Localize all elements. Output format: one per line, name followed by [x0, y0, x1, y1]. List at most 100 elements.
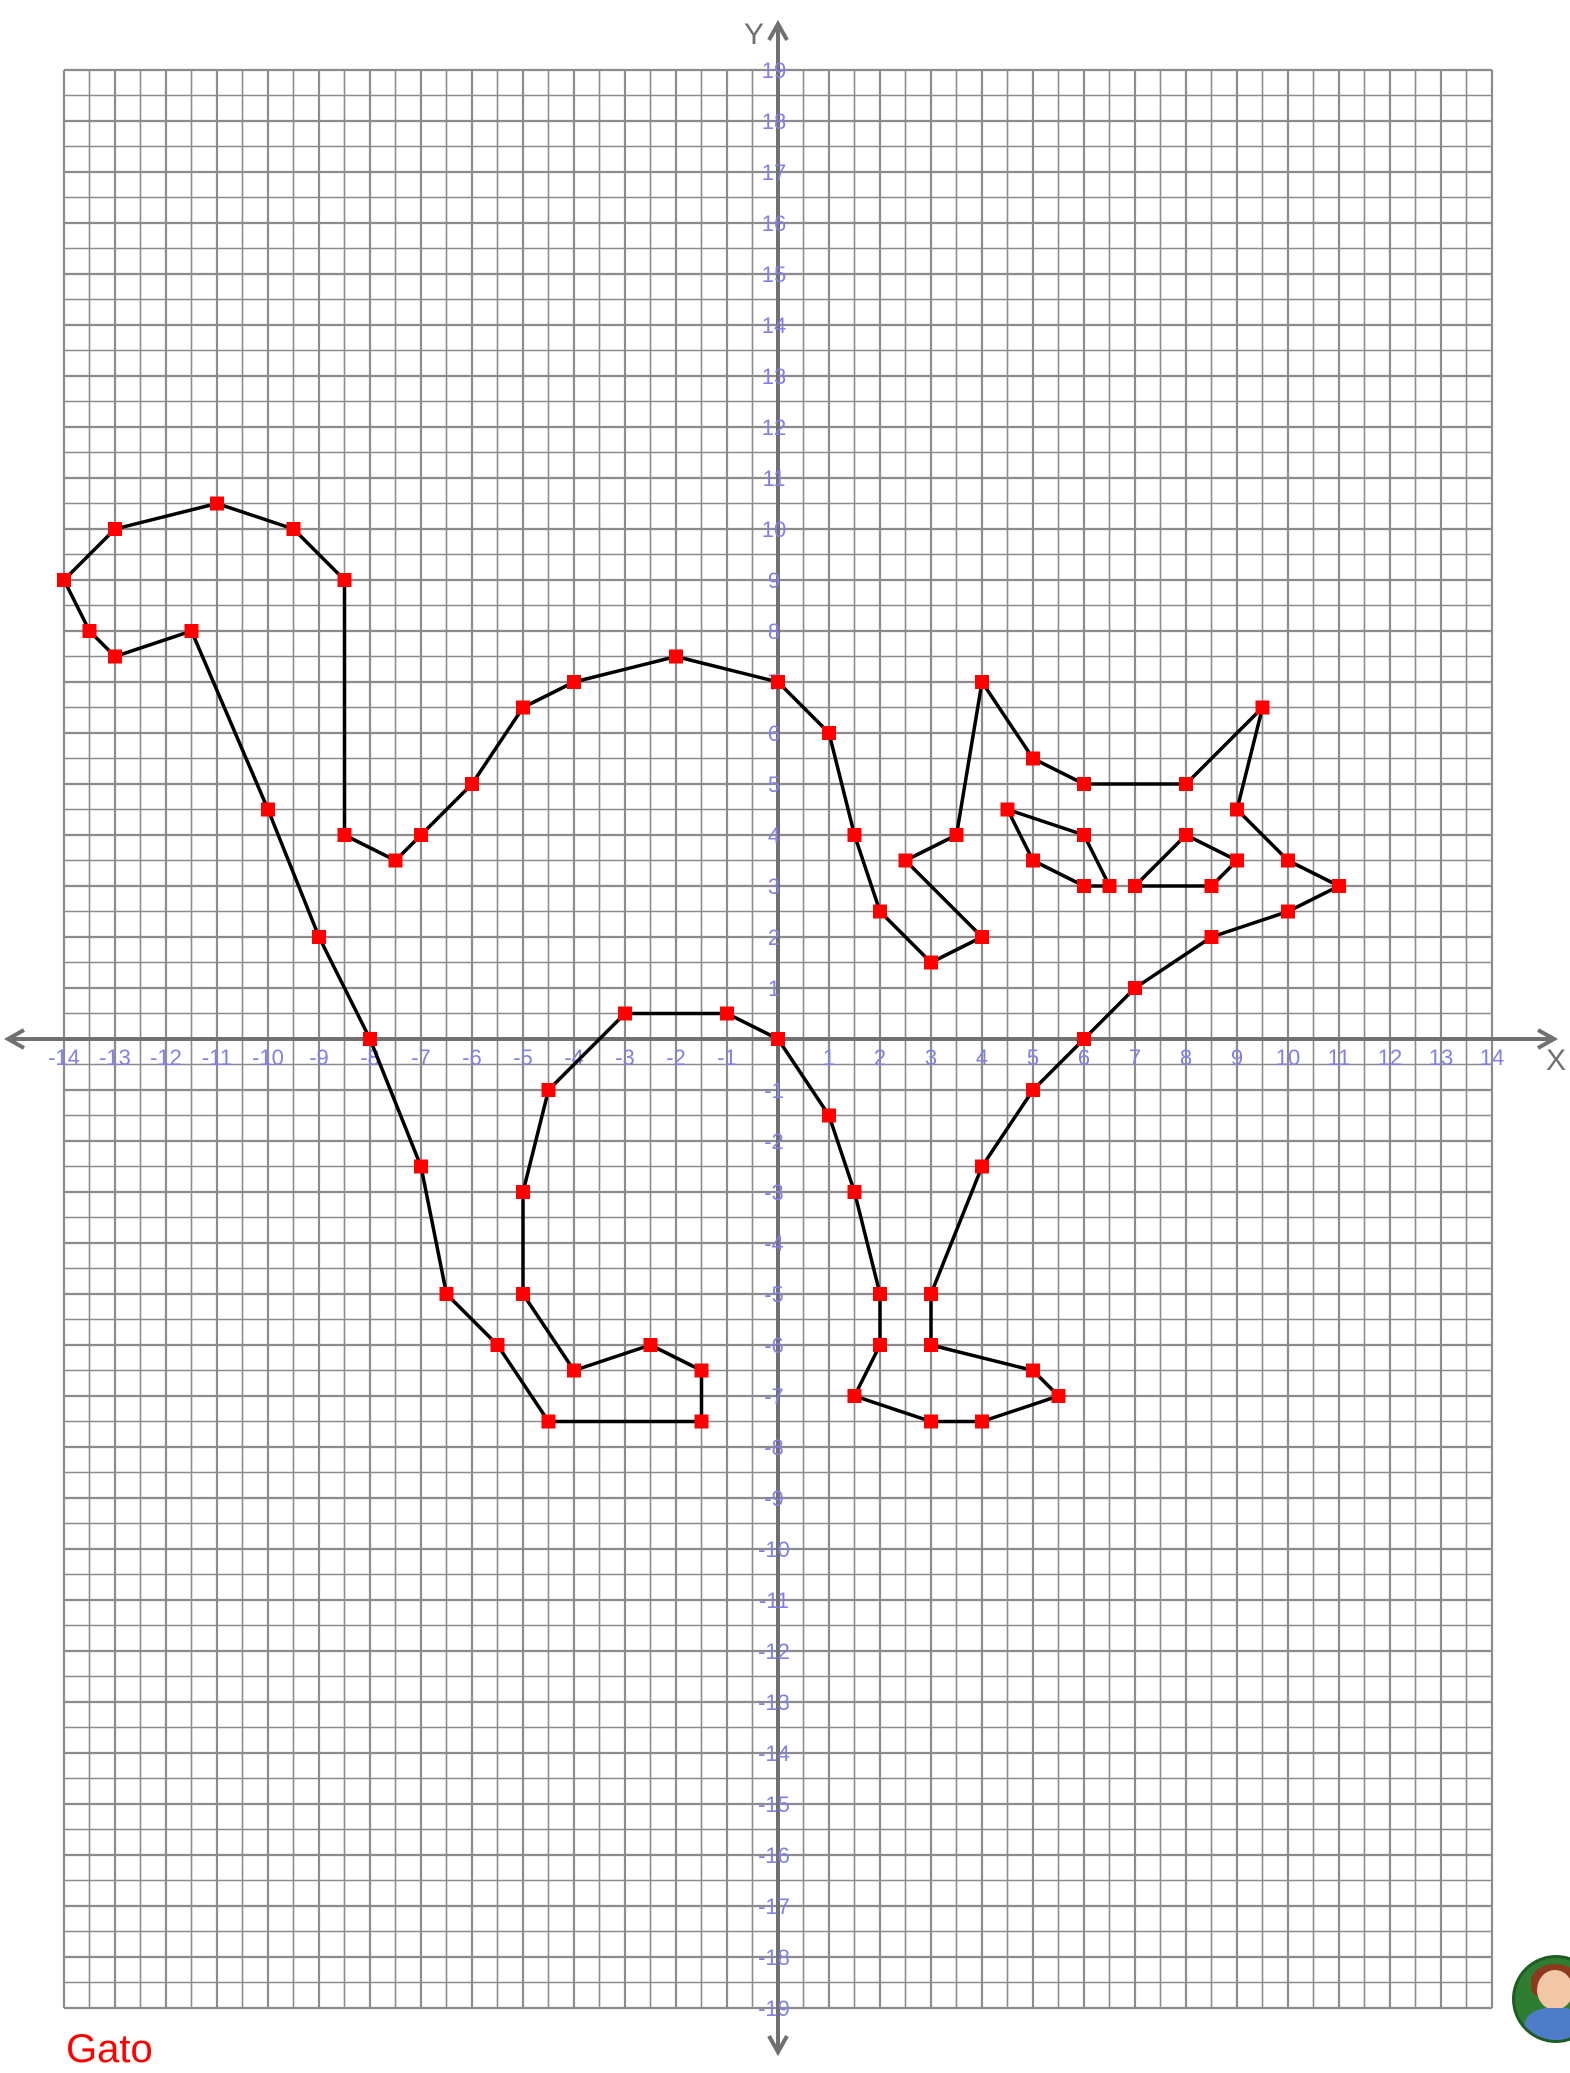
data-point: [414, 1160, 428, 1174]
data-point: [1230, 803, 1244, 817]
y-tick-label: -4: [764, 1231, 784, 1256]
data-point: [210, 497, 224, 511]
y-tick-label: -12: [758, 1639, 790, 1664]
y-tick-label: -8: [764, 1435, 784, 1460]
x-tick-label: 3: [925, 1045, 937, 1070]
y-tick-label: 2: [768, 925, 780, 950]
data-point: [516, 701, 530, 715]
data-point: [1026, 854, 1040, 868]
data-point: [1281, 854, 1295, 868]
y-tick-label: 8: [768, 619, 780, 644]
data-point: [950, 828, 964, 842]
y-tick-label: 16: [762, 211, 786, 236]
x-tick-label: -1: [717, 1045, 737, 1070]
data-point: [695, 1415, 709, 1429]
data-point: [491, 1338, 505, 1352]
data-point: [975, 1160, 989, 1174]
y-tick-label: 3: [768, 874, 780, 899]
data-point: [924, 1415, 938, 1429]
data-point: [83, 624, 97, 638]
data-point: [975, 1415, 989, 1429]
y-tick-label: 13: [762, 364, 786, 389]
data-point: [975, 930, 989, 944]
y-tick-label: 10: [762, 517, 786, 542]
data-point: [924, 956, 938, 970]
x-tick-label: -5: [513, 1045, 533, 1070]
data-point: [1077, 777, 1091, 791]
data-point: [516, 1287, 530, 1301]
data-point: [542, 1415, 556, 1429]
y-tick-label: 18: [762, 109, 786, 134]
x-tick-label: 9: [1231, 1045, 1243, 1070]
y-tick-label: -1: [764, 1078, 784, 1103]
data-point: [669, 650, 683, 664]
data-point: [873, 1287, 887, 1301]
y-tick-label: 9: [768, 568, 780, 593]
data-point: [1281, 905, 1295, 919]
data-point: [695, 1364, 709, 1378]
y-tick-label: 1: [768, 976, 780, 1001]
data-point: [975, 675, 989, 689]
data-point: [1077, 879, 1091, 893]
data-point: [644, 1338, 658, 1352]
data-point: [848, 1389, 862, 1403]
data-point: [873, 905, 887, 919]
x-tick-label: 2: [874, 1045, 886, 1070]
x-tick-label: -10: [252, 1045, 284, 1070]
y-tick-label: 17: [762, 160, 786, 185]
x-tick-label: 11: [1328, 1045, 1351, 1070]
x-tick-label: -9: [309, 1045, 329, 1070]
data-point: [363, 1032, 377, 1046]
x-tick-label: -3: [615, 1045, 635, 1070]
data-point: [1205, 930, 1219, 944]
data-point: [1179, 777, 1193, 791]
data-point: [465, 777, 479, 791]
x-tick-label: 13: [1429, 1045, 1453, 1070]
data-point: [1077, 828, 1091, 842]
x-tick-label: -6: [462, 1045, 482, 1070]
data-point: [287, 522, 301, 536]
y-tick-label: -11: [759, 1588, 789, 1613]
data-point: [516, 1185, 530, 1199]
data-point: [1205, 879, 1219, 893]
data-point: [924, 1338, 938, 1352]
x-tick-label: -14: [48, 1045, 80, 1070]
y-tick-label: 14: [762, 313, 786, 338]
data-point: [312, 930, 326, 944]
data-point: [108, 522, 122, 536]
x-tick-label: 6: [1078, 1045, 1090, 1070]
y-tick-label: 15: [762, 262, 786, 287]
data-point: [1026, 1364, 1040, 1378]
data-point: [618, 1007, 632, 1021]
data-point: [1128, 879, 1142, 893]
data-point: [440, 1287, 454, 1301]
x-tick-label: 14: [1480, 1045, 1504, 1070]
y-tick-label: -5: [764, 1282, 784, 1307]
data-point: [414, 828, 428, 842]
x-axis-label: X: [1546, 1044, 1566, 1077]
data-point: [822, 726, 836, 740]
y-tick-label: 12: [762, 415, 786, 440]
x-tick-label: -12: [150, 1045, 182, 1070]
data-point: [567, 1364, 581, 1378]
chart-title: Gato: [66, 2025, 153, 2073]
data-point: [771, 1032, 785, 1046]
y-tick-label: -17: [758, 1894, 790, 1919]
data-point: [1256, 701, 1270, 715]
data-point: [108, 650, 122, 664]
y-tick-label: 5: [768, 772, 780, 797]
x-tick-label: 7: [1129, 1045, 1141, 1070]
y-tick-label: 19: [762, 58, 786, 83]
data-point: [873, 1338, 887, 1352]
data-point: [1026, 1083, 1040, 1097]
y-tick-label: -14: [758, 1741, 790, 1766]
y-tick-label: -13: [758, 1690, 790, 1715]
y-tick-label: 11: [763, 466, 786, 491]
data-point: [1026, 752, 1040, 766]
data-point: [771, 675, 785, 689]
x-tick-label: 10: [1276, 1045, 1300, 1070]
data-point: [567, 675, 581, 689]
x-tick-label: 4: [976, 1045, 988, 1070]
y-tick-label: -19: [758, 1996, 790, 2021]
y-tick-label: -6: [764, 1333, 784, 1358]
